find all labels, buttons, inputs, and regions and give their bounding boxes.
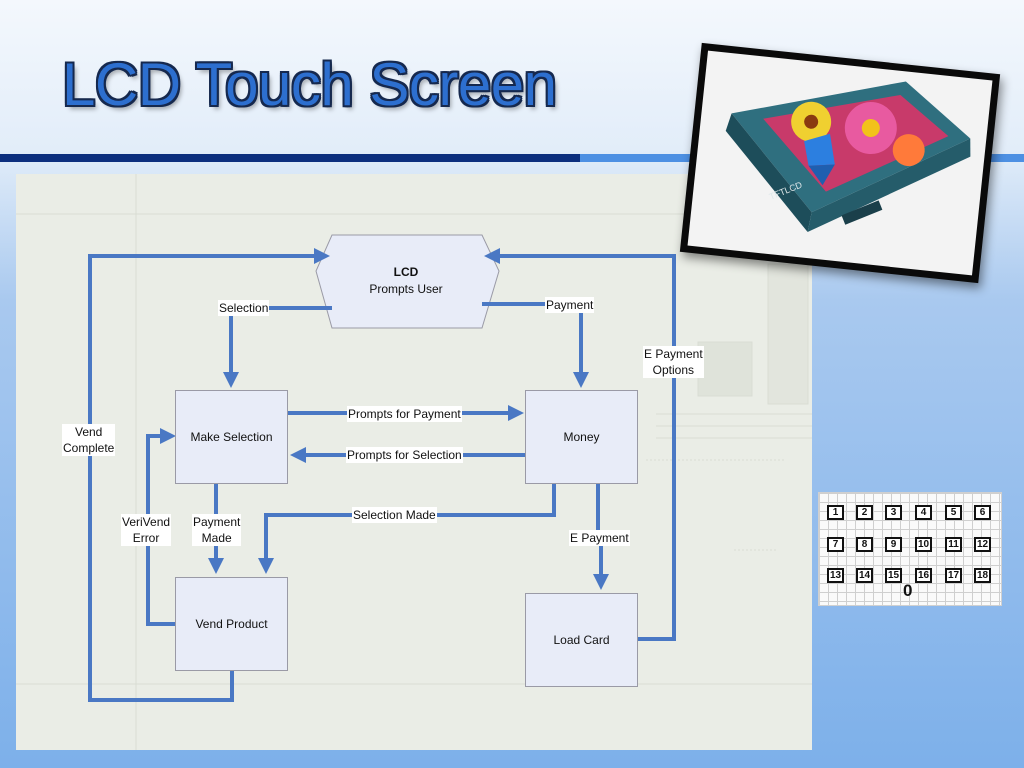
label-prompts-for-selection: Prompts for Selection [346,447,463,463]
lcd-title: LCD [393,265,419,279]
label-prompts-for-payment: Prompts for Payment [347,406,462,422]
label-vend-complete-line1: Vend [74,425,103,439]
keypad-key: 5 [945,505,962,520]
label-selection: Selection [218,300,270,316]
keypad-zero: 0 [903,581,913,600]
label-payment: Payment [545,297,595,313]
arrow-e-payment-options [484,248,676,641]
label-e-payment-options: E Payment Options [643,346,704,378]
keypad-key: 6 [974,505,991,520]
keypad-key: 8 [856,537,873,552]
lcd-board-photo: TFTLCD [679,42,1001,284]
label-e-payment-options-line2: Options [652,363,695,377]
keypad-key: 3 [885,505,902,520]
box-make-selection: Make Selection [175,390,288,484]
label-vend-complete-line2: Complete [63,441,115,455]
label-selection-made: Selection Made [352,507,437,523]
arrow-vend-complete [88,248,330,702]
box-vend-product: Vend Product [175,577,288,671]
label-verivend-error: VeriVend Error [121,514,172,546]
keypad-key: 2 [856,505,873,520]
box-money: Money [525,390,638,484]
keypad-key: 11 [945,537,962,552]
lcd-hexagon [315,234,500,329]
title-rule-dark [0,154,580,162]
keypad-key: 17 [945,568,962,583]
keypad-key: 15 [885,568,902,583]
keypad-key: 18 [974,568,991,583]
lcd-subtitle: Prompts User [369,282,443,296]
keypad-key: 7 [827,537,844,552]
keypad-key: 1 [827,505,844,520]
label-verivend-error-line2: Error [132,531,160,545]
keypad-key: 12 [974,537,991,552]
keypad-key: 14 [856,568,873,583]
label-e-payment: E Payment [569,530,630,546]
keypad-key: 4 [915,505,932,520]
box-load-card: Load Card [525,593,638,687]
keypad-key: 13 [827,568,844,583]
lcd-board-illustration: TFTLCD [725,81,971,232]
keypad-key: 10 [915,537,932,552]
label-payment-made-line2: Made [201,531,232,545]
arrow-payment [482,302,589,388]
label-vend-complete: Vend Complete [62,424,116,456]
keypad-key: 9 [885,537,902,552]
keypad-key: 16 [915,568,932,583]
arrow-selection [223,306,332,388]
lcd-hexagon-label: LCD Prompts User [330,264,482,298]
label-payment-made-line1: Payment [193,515,241,529]
slide-title: LCD Touch Screen [62,51,557,118]
arrow-selection-made [258,484,556,574]
label-e-payment-options-line1: E Payment [644,347,703,361]
label-verivend-error-line1: VeriVend [122,515,171,529]
label-payment-made: Payment Made [192,514,242,546]
